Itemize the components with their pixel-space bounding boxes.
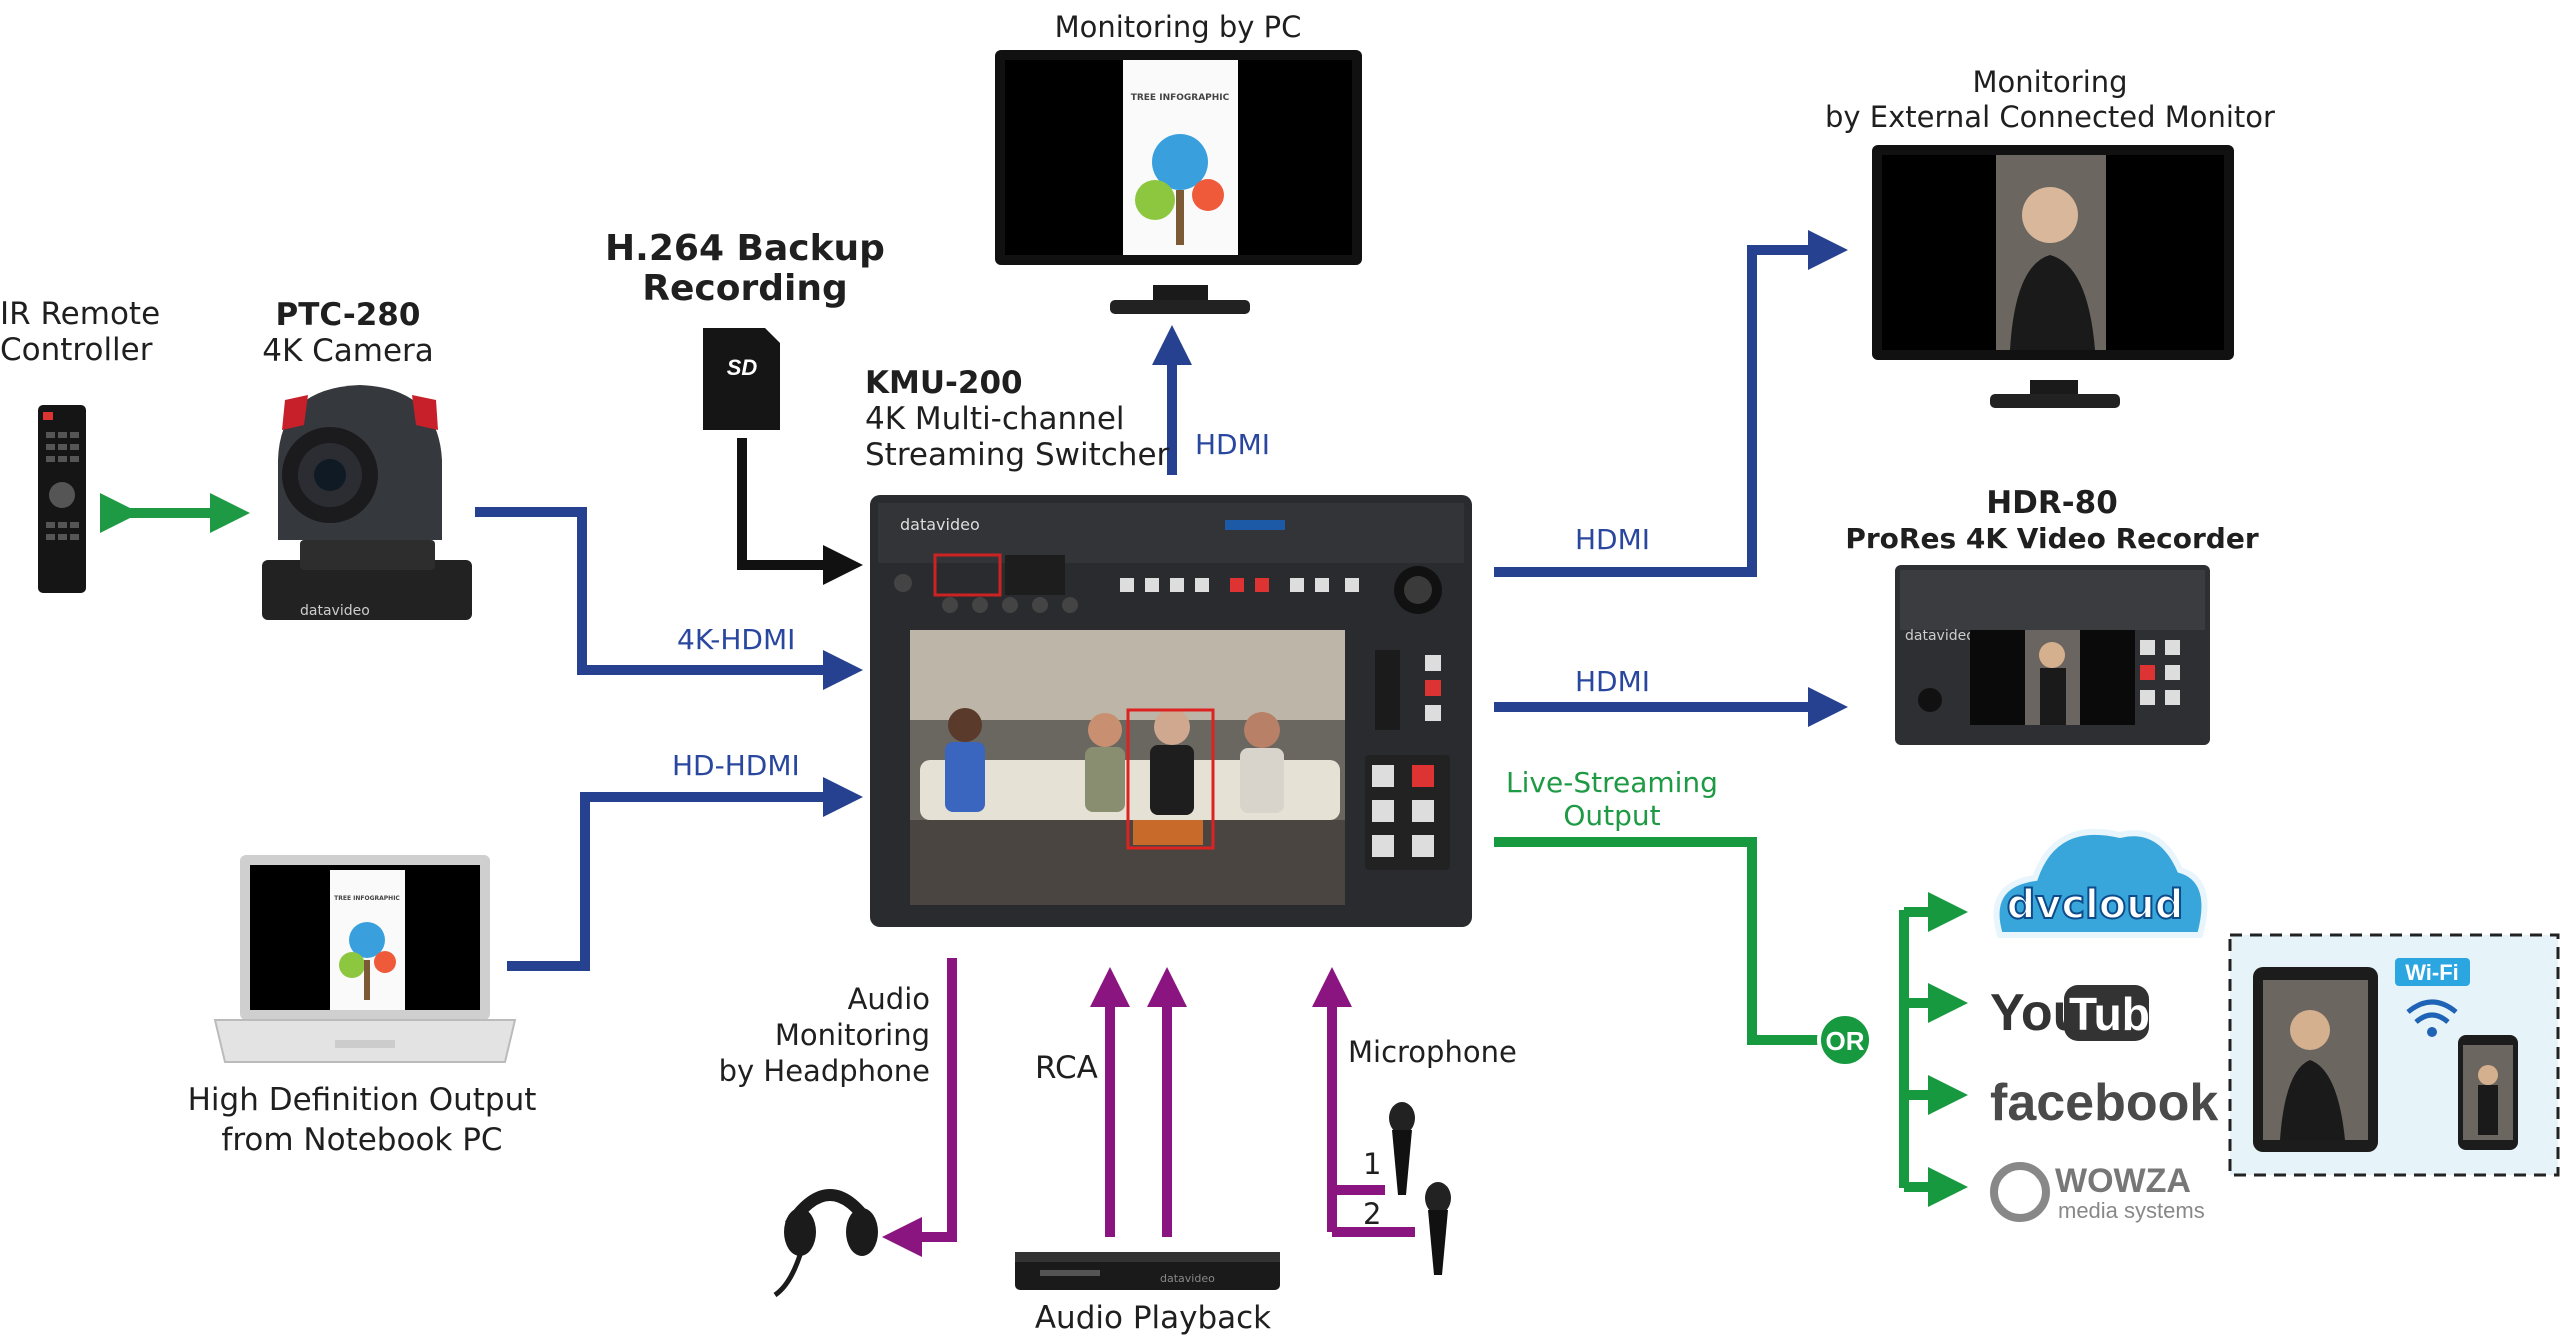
or-label: OR	[1826, 1026, 1865, 1056]
wowza-logo: WOWZA media systems	[1990, 1162, 2205, 1223]
live-streaming-label-1: Live-Streaming	[1506, 766, 1718, 799]
audio-mon-label-1: Audio	[847, 982, 930, 1016]
microphones	[1389, 1102, 1451, 1275]
hdr-recorder: datavideo	[1895, 565, 2210, 745]
monitoring-ext-label-2: by External Connected Monitor	[1825, 100, 2275, 134]
h264-label-2: Recording	[642, 268, 848, 309]
svg-text:datavideo: datavideo	[300, 603, 370, 619]
microphone-label: Microphone	[1348, 1035, 1517, 1069]
hdr-name: HDR-80	[1986, 485, 2118, 521]
ptc-camera: datavideo	[262, 385, 472, 620]
headphone-arrow	[882, 958, 957, 1257]
wifi-label: Wi-Fi	[2405, 960, 2459, 985]
ext-monitor-arrow	[1494, 230, 1848, 577]
notebook-label-2: from Notebook PC	[221, 1122, 503, 1158]
notebook-label-1: High Definition Output	[187, 1082, 537, 1118]
pc-hdmi-label: HD-HDMI	[672, 749, 800, 782]
ptc-desc: 4K Camera	[262, 333, 434, 369]
sd-card: SD	[703, 328, 780, 430]
svg-text:datavideo: datavideo	[900, 515, 980, 534]
kmu-desc-1: 4K Multi-channel	[865, 401, 1125, 437]
monitoring-pc-label: Monitoring by PC	[1054, 10, 1302, 44]
external-monitor	[1872, 145, 2234, 408]
notebook-hdmi-arrow	[507, 777, 863, 971]
kmu-name: KMU-200	[865, 365, 1023, 401]
svg-text:Tube: Tube	[2069, 988, 2175, 1040]
wifi-devices: Wi-Fi	[2228, 933, 2560, 1177]
svg-text:datavideo: datavideo	[1160, 1272, 1215, 1285]
ir-remote-label-1: IR Remote	[0, 296, 161, 332]
ir-remote-label-2: Controller	[0, 332, 153, 368]
audio-mon-label-2: Monitoring	[774, 1018, 930, 1052]
audio-mon-label-3: by Headphone	[718, 1054, 930, 1088]
mic-1-label: 1	[1363, 1147, 1382, 1181]
dvcloud-logo: dvcloud	[1993, 828, 2208, 938]
h264-label-1: H.264 Backup	[605, 228, 885, 269]
rca-label: RCA	[1035, 1050, 1098, 1086]
hdmi-monitor-label: HDMI	[1575, 523, 1651, 556]
mic-2-label: 2	[1363, 1197, 1382, 1231]
kmu-desc-2: Streaming Switcher	[865, 437, 1170, 473]
facebook-logo: facebook	[1990, 1074, 2218, 1132]
svg-text:datavideo: datavideo	[1905, 628, 1975, 644]
notebook: TREE INFOGRAPHIC	[213, 855, 517, 1063]
svg-text:facebook: facebook	[1990, 1074, 2218, 1132]
headphone	[773, 1189, 878, 1298]
hdr-desc: ProRes 4K Video Recorder	[1845, 522, 2259, 555]
pc-monitor: TREE INFOGRAPHIC	[995, 50, 1362, 314]
camera-hdmi-arrow	[475, 507, 863, 690]
top-hdmi-label: HDMI	[1195, 428, 1271, 461]
audio-playback-label: Audio Playback	[1034, 1300, 1272, 1336]
svg-text:TREE INFOGRAPHIC: TREE INFOGRAPHIC	[334, 895, 400, 902]
kmu-switcher: datavideo	[870, 495, 1472, 927]
or-badge	[1817, 1012, 1873, 1068]
ir-remote	[38, 405, 86, 593]
cam-hdmi-label: 4K-HDMI	[677, 623, 796, 656]
svg-text:WOWZA: WOWZA	[2055, 1162, 2191, 1200]
audio-player: datavideo	[1015, 1252, 1280, 1290]
live-streaming-label-2: Output	[1563, 799, 1661, 832]
ptc-name: PTC-280	[275, 297, 421, 333]
svg-text:TREE INFOGRAPHIC: TREE INFOGRAPHIC	[1131, 93, 1230, 103]
monitoring-ext-label-1: Monitoring	[1972, 65, 2128, 99]
svg-text:SD: SD	[727, 355, 758, 380]
sd-record-arrow	[737, 438, 863, 585]
hdmi-recorder-label: HDMI	[1575, 665, 1651, 698]
svg-text:media systems: media systems	[2058, 1198, 2205, 1223]
svg-text:dvcloud: dvcloud	[2007, 882, 2184, 928]
streaming-line	[1494, 837, 1842, 1045]
youtube-logo: You Tube	[1990, 984, 2175, 1042]
